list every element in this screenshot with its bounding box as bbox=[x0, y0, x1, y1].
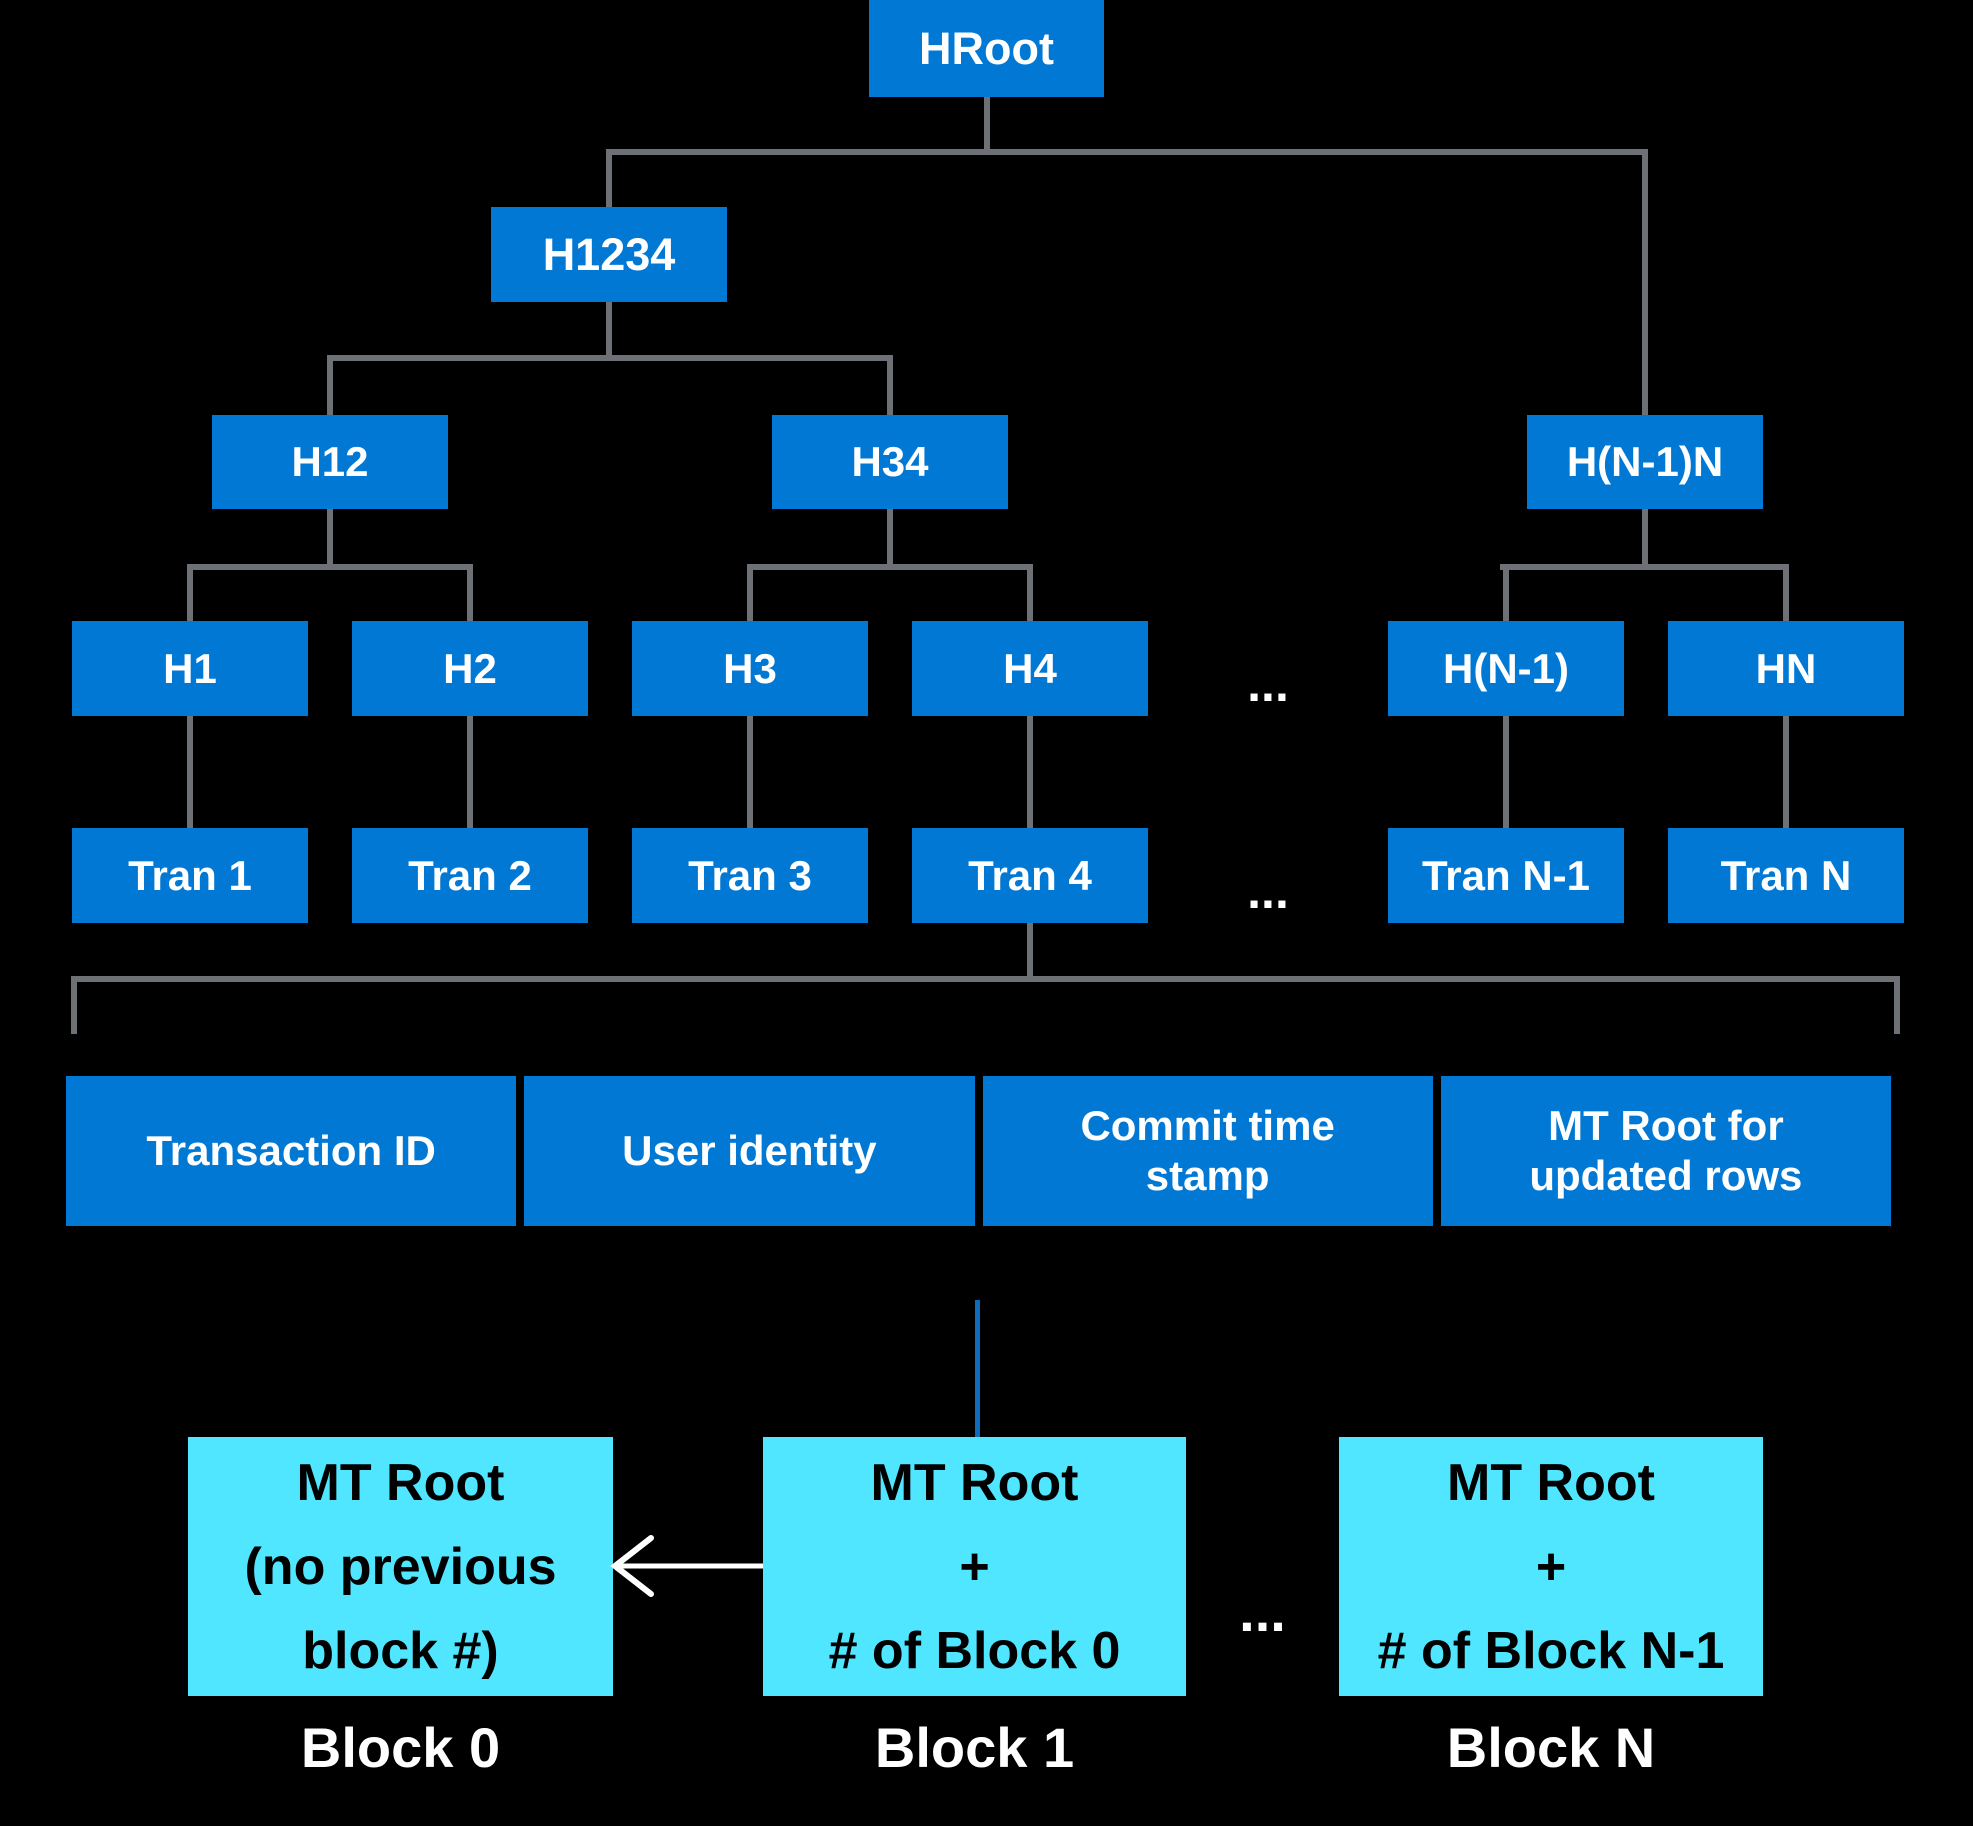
connector bbox=[71, 976, 1900, 982]
connector bbox=[327, 355, 333, 421]
hash-row-ellipsis: ... bbox=[1247, 655, 1289, 712]
detail-cell-commit-time-stamp: Commit time stamp bbox=[982, 1076, 1433, 1226]
node-hroot: HRoot bbox=[869, 0, 1104, 97]
block-1-caption: Block 1 bbox=[874, 1715, 1075, 1779]
node-h4: H4 bbox=[912, 621, 1148, 716]
connector bbox=[1027, 716, 1033, 828]
block-line: MT Root bbox=[1447, 1453, 1655, 1512]
connector bbox=[327, 509, 333, 570]
block-n: MT Root + # of Block N-1 bbox=[1339, 1437, 1763, 1696]
block-row-ellipsis: ... bbox=[1239, 1580, 1286, 1643]
block-line: # of Block 0 bbox=[828, 1621, 1121, 1680]
connector bbox=[1500, 564, 1789, 570]
block-n-caption: Block N bbox=[1446, 1715, 1656, 1779]
connector bbox=[187, 564, 193, 627]
block-line: MT Root bbox=[296, 1453, 505, 1512]
node-tran3: Tran 3 bbox=[632, 828, 868, 923]
block-0: MT Root (no previous block #) bbox=[188, 1437, 613, 1696]
block-line: + bbox=[1535, 1537, 1567, 1596]
block-line: + bbox=[959, 1537, 990, 1596]
connector bbox=[187, 716, 193, 828]
node-tran1: Tran 1 bbox=[72, 828, 308, 923]
connector bbox=[887, 355, 893, 421]
connector bbox=[747, 564, 1033, 570]
block-0-caption: Block 0 bbox=[300, 1715, 501, 1779]
connector bbox=[467, 716, 473, 828]
node-hn1n: H(N-1)N bbox=[1527, 415, 1763, 509]
block-1: MT Root + # of Block 0 bbox=[763, 1437, 1186, 1696]
detail-to-block-link-line bbox=[975, 1300, 980, 1437]
node-tran4: Tran 4 bbox=[912, 828, 1148, 923]
node-h2: H2 bbox=[352, 621, 588, 716]
connector bbox=[887, 509, 893, 570]
connector bbox=[1642, 149, 1648, 421]
detail-cell-user-identity: User identity bbox=[524, 1076, 975, 1226]
connector bbox=[1503, 564, 1509, 627]
block-line: block #) bbox=[302, 1621, 499, 1680]
connector bbox=[1503, 716, 1509, 828]
node-h3: H3 bbox=[632, 621, 868, 716]
node-h1: H1 bbox=[72, 621, 308, 716]
connector bbox=[606, 302, 612, 361]
node-tran-n1: Tran N-1 bbox=[1388, 828, 1624, 923]
detail-cell-transaction-id: Transaction ID bbox=[66, 1076, 517, 1226]
connector bbox=[1783, 564, 1789, 627]
detail-cell-label: MT Root for updated rows bbox=[1529, 1102, 1803, 1199]
connector bbox=[606, 149, 612, 213]
connector bbox=[1027, 564, 1033, 627]
node-h1234: H1234 bbox=[491, 207, 727, 302]
block-line: (no previous bbox=[244, 1537, 557, 1596]
detail-cell-label: Commit time stamp bbox=[1080, 1102, 1335, 1199]
connector bbox=[984, 97, 990, 155]
node-hn1: H(N-1) bbox=[1388, 621, 1624, 716]
connector bbox=[71, 976, 77, 1034]
node-tran2: Tran 2 bbox=[352, 828, 588, 923]
connector bbox=[327, 355, 893, 361]
previous-block-arrow-icon bbox=[610, 1535, 763, 1597]
connector bbox=[606, 149, 1648, 155]
tran-row-ellipsis: ... bbox=[1247, 862, 1289, 919]
node-h34: H34 bbox=[772, 415, 1008, 509]
connector bbox=[1642, 509, 1648, 570]
connector bbox=[187, 564, 473, 570]
node-hn: HN bbox=[1668, 621, 1904, 716]
node-h12: H12 bbox=[212, 415, 448, 509]
block-line: MT Root bbox=[870, 1453, 1079, 1512]
connector bbox=[467, 564, 473, 627]
node-tran-n: Tran N bbox=[1668, 828, 1904, 923]
connector bbox=[747, 564, 753, 627]
connector bbox=[1783, 716, 1789, 828]
detail-cell-mt-root: MT Root for updated rows bbox=[1440, 1076, 1891, 1226]
detail-cell-label: User identity bbox=[622, 1127, 877, 1174]
connector bbox=[1894, 976, 1900, 1034]
connector bbox=[747, 716, 753, 828]
detail-cell-label: Transaction ID bbox=[146, 1127, 436, 1174]
connector bbox=[1027, 923, 1033, 982]
transaction-detail-bar: Transaction ID User identity Commit time… bbox=[66, 1076, 1891, 1226]
block-line: # of Block N-1 bbox=[1377, 1621, 1725, 1680]
